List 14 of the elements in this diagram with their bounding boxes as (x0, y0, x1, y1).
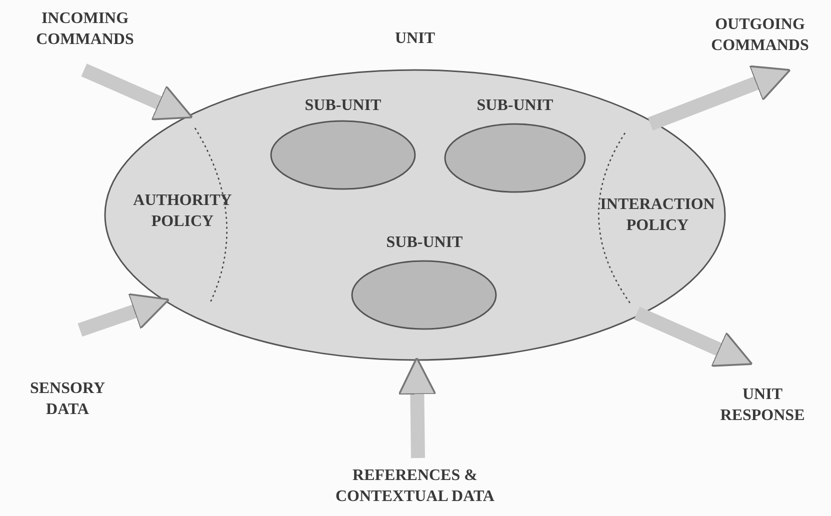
policy-label: INTERACTION POLICY (599, 195, 716, 236)
flow-label: INCOMING COMMANDS (35, 9, 135, 50)
flow-label: SENSORY DATA (28, 379, 106, 420)
flow-label: REFERENCES & CONTEXTUAL DATA (334, 466, 496, 507)
unit-heading: UNIT (394, 29, 436, 49)
block-arrow (398, 356, 436, 458)
flow-label: OUTGOING COMMANDS (710, 15, 810, 56)
sub-unit-heading: SUB-UNIT (385, 233, 464, 253)
block-arrow (648, 63, 793, 131)
policy-label: AUTHORITY POLICY (132, 191, 233, 232)
flow-label: UNIT RESPONSE (719, 385, 806, 426)
sub-unit-heading: SUB-UNIT (476, 96, 554, 116)
block-arrow (78, 292, 172, 337)
sub-unit-heading: SUB-UNIT (304, 96, 382, 116)
